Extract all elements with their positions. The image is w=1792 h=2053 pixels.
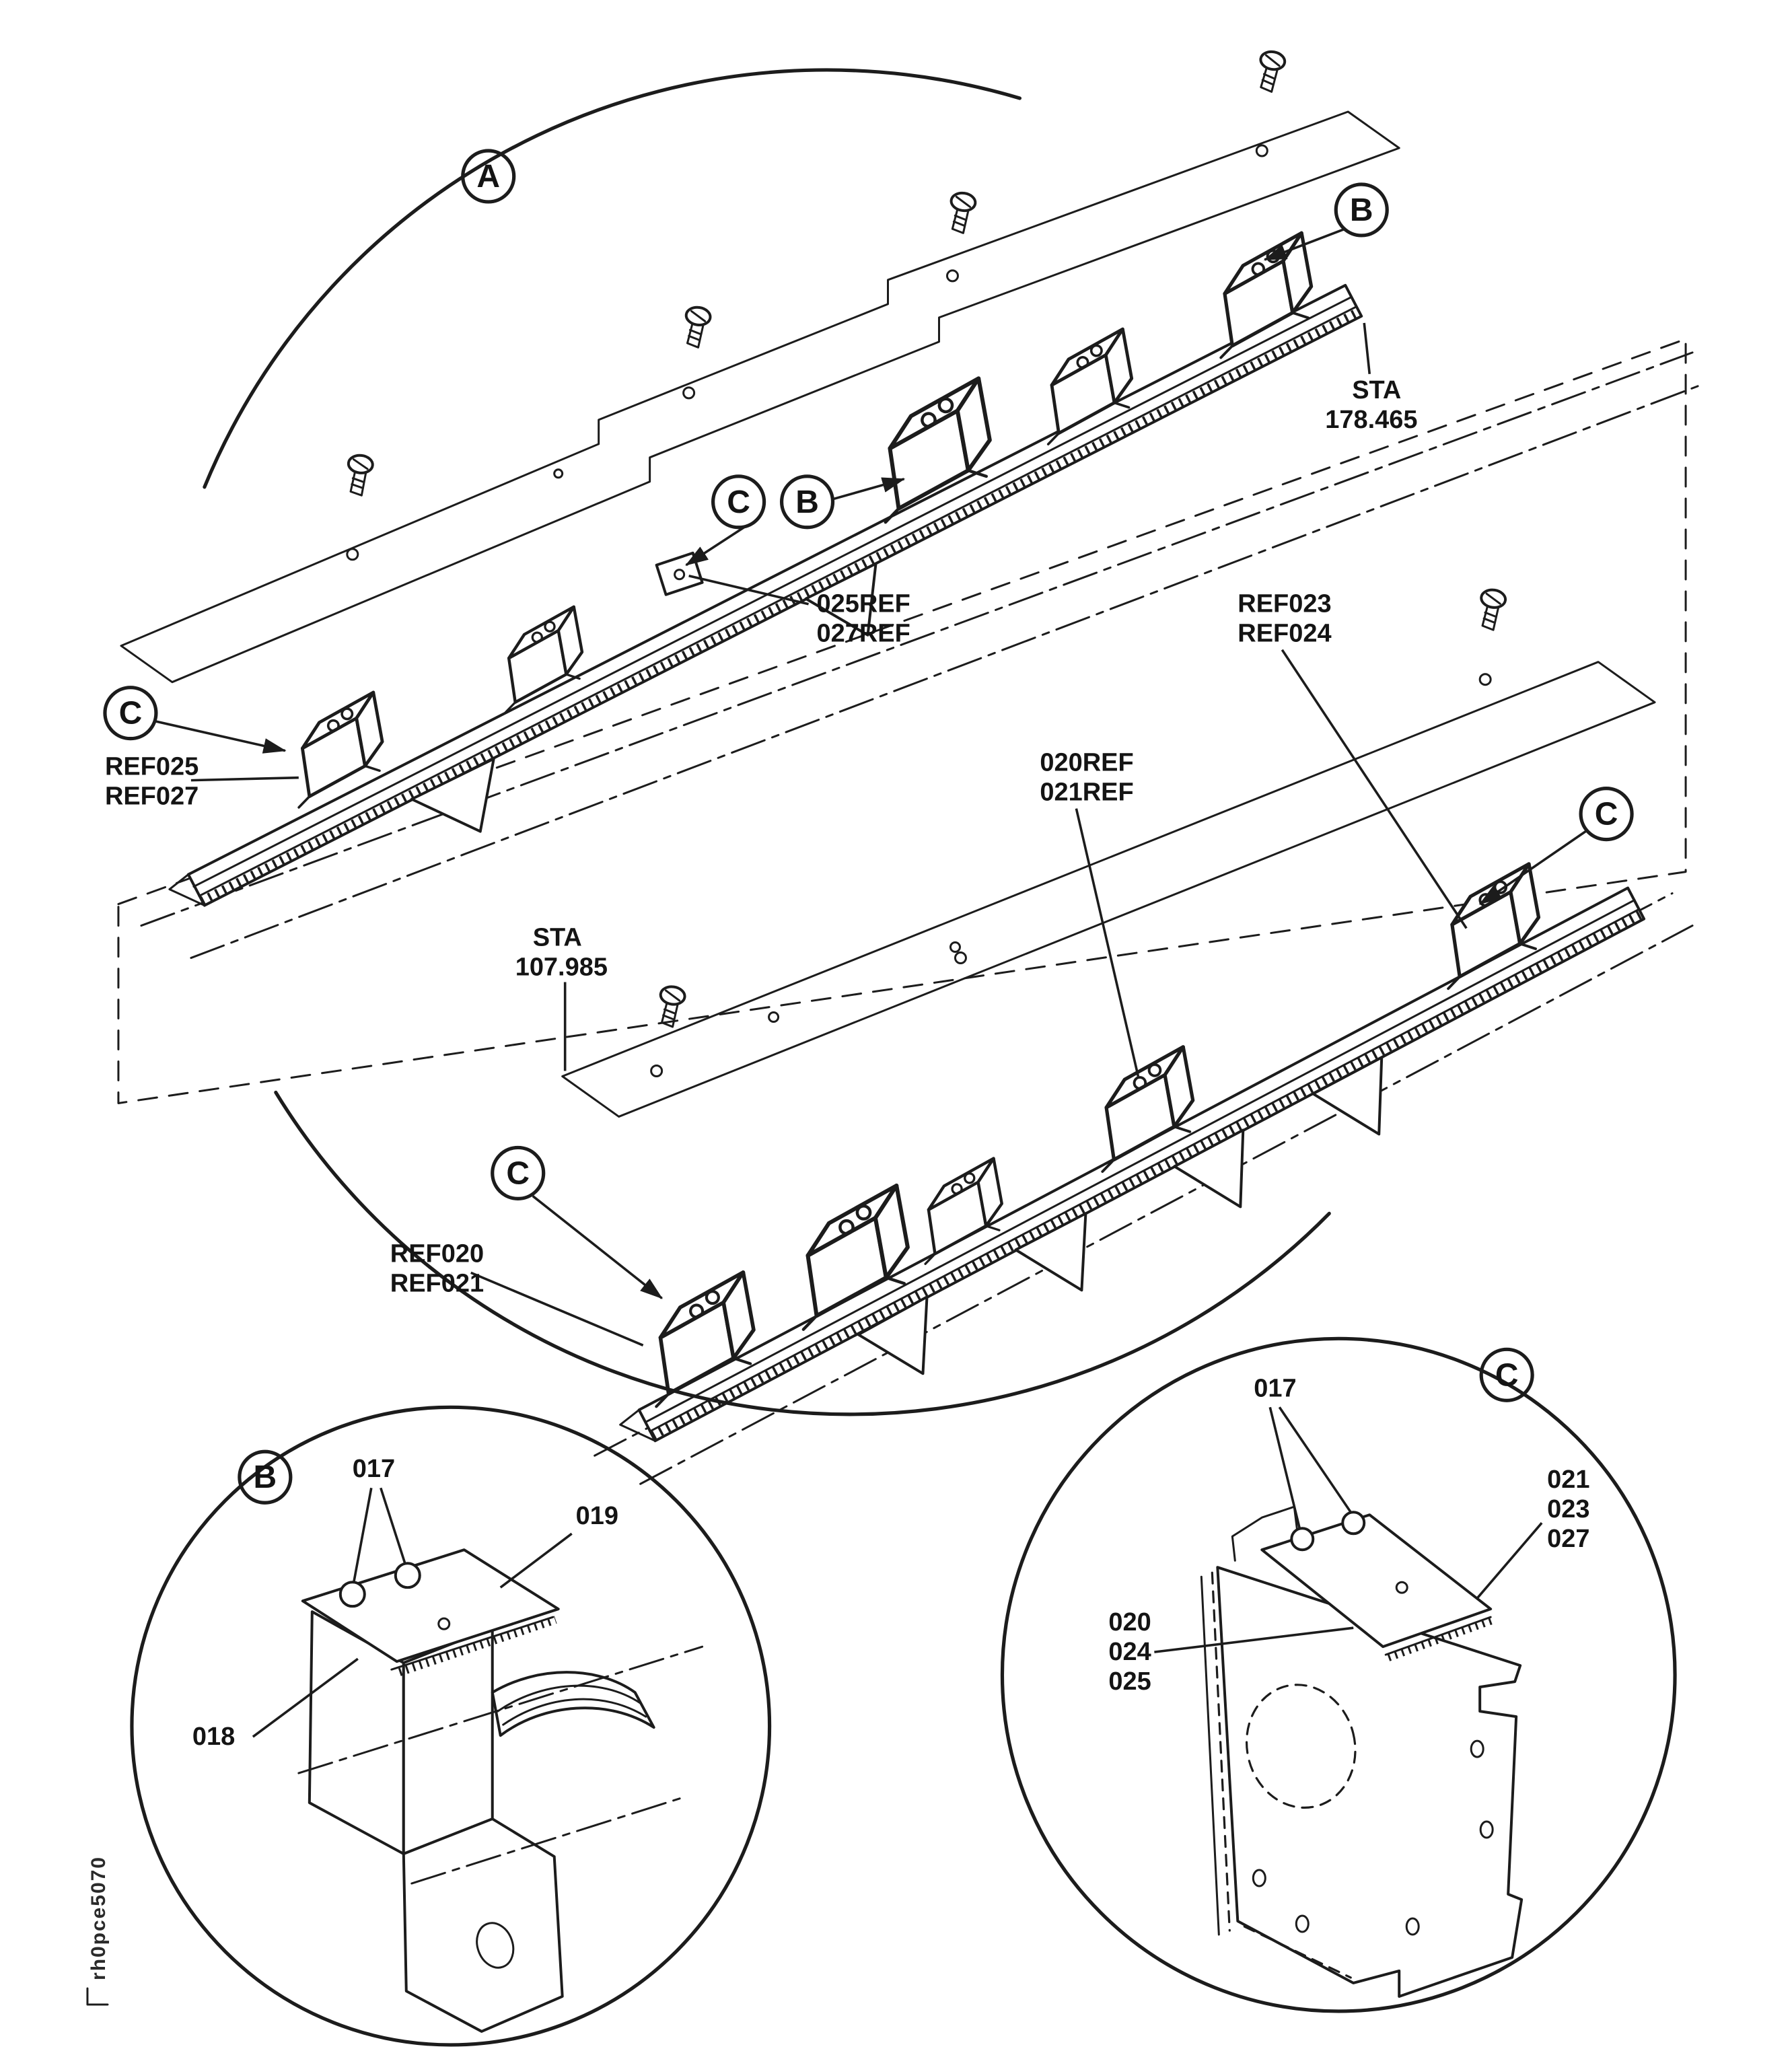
detail-c-label-020: 020: [1108, 1608, 1151, 1636]
svg-text:B: B: [254, 1460, 277, 1495]
detail-b-bracket: [297, 1548, 704, 2033]
lower-sheet-panel: [561, 661, 1656, 1118]
upper-sheet-panel: [120, 110, 1400, 684]
lower-rail-gusset-4: [1312, 1056, 1384, 1136]
lower-rail-hatching: [650, 909, 1644, 1440]
view-a-arc-bottom: [274, 1090, 1331, 1416]
detail-c-label-025: 025: [1108, 1667, 1151, 1696]
lower-rail-gusset-2: [1014, 1212, 1087, 1292]
screw-5: [1475, 587, 1508, 633]
callout-c-1: C: [711, 474, 766, 530]
label-leaders: [190, 322, 1468, 1346]
screw-4: [344, 453, 375, 498]
label-ref023-line1: REF023: [1238, 590, 1331, 618]
detail-b-label-018: 018: [192, 1723, 235, 1751]
svg-text:C: C: [506, 1155, 530, 1191]
detail-c-bolt-2: [1341, 1511, 1366, 1536]
detail-b-label-017: 017: [353, 1455, 395, 1483]
lower-rail-assembly: [619, 864, 1646, 1443]
upper-rail-gusset-2: [804, 562, 877, 637]
view-a-arc-top: [203, 68, 1022, 489]
callout-c-3: C: [1579, 787, 1634, 842]
middle-sheet-holes: [954, 673, 1492, 965]
upper-rail-assembly: [168, 233, 1363, 907]
detail-b-bolt-1: [338, 1581, 366, 1608]
callout-c-2: C: [103, 686, 158, 741]
label-025ref-line2: 027REF: [817, 620, 910, 648]
callout-b-1: B: [1334, 182, 1389, 238]
detail-b-flange-strap: [491, 1671, 655, 1737]
detail-c-label-023: 023: [1547, 1495, 1589, 1523]
svg-text:A: A: [476, 159, 500, 194]
callout-leaders: [154, 227, 1589, 1299]
callout-b-2: B: [779, 474, 835, 530]
callout-c-detail: C: [1479, 1347, 1534, 1402]
label-sta-178-line2: 178.465: [1325, 406, 1417, 434]
label-sta-178-line1: STA: [1352, 376, 1401, 404]
label-020ref-line1: 020REF: [1040, 749, 1133, 777]
lower-rail-gusset-3: [1173, 1128, 1245, 1209]
upper-sheet-holes: [346, 144, 1268, 561]
detail-b-label-019: 019: [576, 1502, 618, 1530]
lower-rail-gusset-1: [857, 1295, 929, 1375]
detail-c-label-017: 017: [1254, 1374, 1296, 1402]
detail-c-label-024: 024: [1108, 1638, 1151, 1666]
callout-b-detail: B: [238, 1449, 293, 1505]
detail-c-small-holes: [1252, 1739, 1494, 1936]
screw-2: [945, 190, 978, 236]
label-ref020-line1: REF020: [390, 1239, 484, 1268]
label-ref020-line2: REF021: [390, 1269, 484, 1297]
detail-b-circle: [130, 1405, 772, 2047]
middle-sheet-panel: [117, 338, 1687, 1104]
drawing-number-watermark: rh0pce5070: [86, 1856, 110, 2006]
label-sta-107-line2: 107.985: [515, 953, 608, 982]
detail-b-shim-hatching: [398, 1616, 557, 1676]
label-ref025-line1: REF025: [105, 753, 199, 781]
screw-1: [1254, 48, 1288, 95]
detail-c-leaders: [1154, 1406, 1543, 1653]
detail-c-large-hole: [1245, 1684, 1357, 1809]
detail-b-view: 017 019 018: [130, 1405, 772, 2047]
screw-3: [680, 304, 713, 350]
svg-text:C: C: [1595, 797, 1618, 832]
upper-rail-left-tip: [168, 873, 206, 907]
detail-b-leaders: [252, 1487, 573, 1738]
label-025ref-line1: 025REF: [817, 590, 910, 618]
callout-c-4: C: [491, 1145, 546, 1201]
detail-c-label-021: 021: [1547, 1466, 1589, 1494]
detail-c-bolt-1: [1290, 1527, 1315, 1552]
svg-text:B: B: [795, 484, 819, 520]
label-020ref-line2: 021REF: [1040, 779, 1133, 807]
view-a-boundary: [203, 68, 1331, 1416]
label-ref025-line2: REF027: [105, 783, 199, 811]
svg-text:B: B: [1350, 192, 1373, 228]
callout-a: A: [461, 149, 516, 204]
detail-c-circle: [1000, 1336, 1677, 2013]
svg-text:C: C: [119, 696, 143, 731]
upper-rail-gusset-1: [410, 757, 495, 833]
callout-balloons: A B B C C C C B: [103, 149, 1634, 1505]
detail-c-view: 017 021 023 027 020 024 025: [1000, 1336, 1677, 2013]
svg-text:C: C: [727, 484, 750, 520]
detail-c-shim-hatching: [1387, 1616, 1495, 1661]
upper-rail-hatching: [199, 308, 1361, 906]
lower-rail-left-tip: [619, 1408, 657, 1442]
watermark-text: rh0pce5070: [87, 1856, 110, 1980]
lower-sheet-holes: [650, 941, 961, 1077]
label-sta-107-line1: STA: [533, 924, 582, 952]
detail-c-clamp-plate: [1260, 1513, 1493, 1649]
label-ref023-line2: REF024: [1238, 620, 1331, 648]
detail-c-plate: [1216, 1566, 1524, 1998]
detail-b-bolt-2: [394, 1562, 421, 1589]
svg-text:C: C: [1495, 1357, 1519, 1393]
detail-c-bracket: [1200, 1505, 1524, 1998]
detail-c-label-027: 027: [1547, 1525, 1589, 1553]
text-labels: STA 178.465 025REF 027REF REF023 REF024 …: [105, 376, 1418, 1298]
